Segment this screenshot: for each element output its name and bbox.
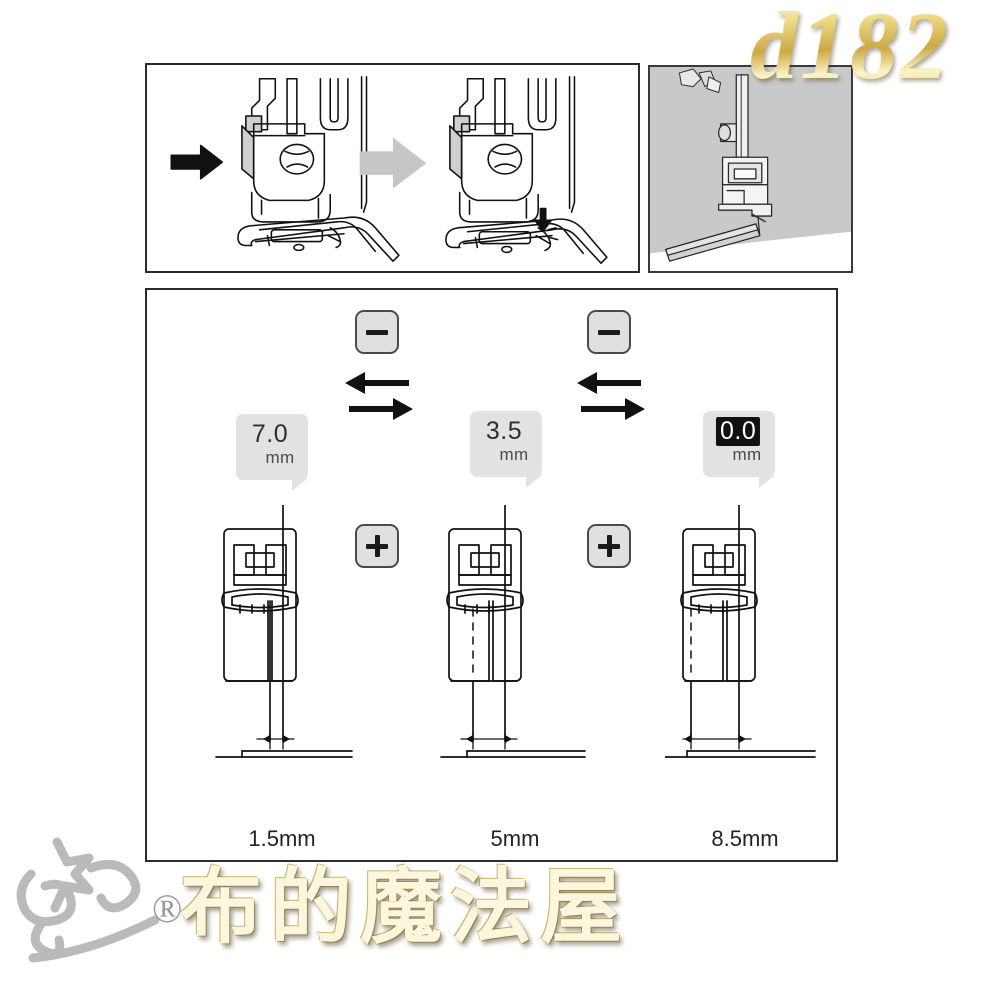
value-display-1[interactable]: 7.0 mm xyxy=(236,414,308,480)
foot-diagram-3 xyxy=(665,505,816,758)
value-unit: mm xyxy=(732,445,762,464)
foot-label-1: 1.5mm xyxy=(248,826,316,851)
panel-needle-position: 7.0 mm 3.5 mm 0.0 mm xyxy=(145,288,838,862)
value-display-3[interactable]: 0.0 mm xyxy=(703,411,775,477)
plus-icon-v xyxy=(374,535,380,557)
left-arrow-icon xyxy=(345,372,409,394)
value-unit: mm xyxy=(499,445,529,464)
watermark-shop-name: 布的魔法屋 xyxy=(180,860,631,955)
arrow-pair-2 xyxy=(577,372,645,420)
value-text-selected: 0.0 xyxy=(715,417,761,446)
arrow-pair-1 xyxy=(345,372,413,420)
foot-diagram-2 xyxy=(440,505,586,758)
plus-icon-v xyxy=(606,535,612,557)
minus-button-2[interactable] xyxy=(587,310,631,354)
value-text: 3.5 xyxy=(485,417,523,445)
watermark-registered-mark: ® xyxy=(152,886,183,931)
left-arrow-icon xyxy=(577,372,641,394)
minus-icon xyxy=(598,329,620,335)
right-arrow-icon xyxy=(581,398,645,420)
foot-label-3: 8.5mm xyxy=(711,826,779,851)
plus-button-2[interactable] xyxy=(587,524,631,568)
sewing-photo-illustration xyxy=(650,67,851,262)
foot-label-2: 5mm xyxy=(490,826,540,851)
value-text: 7.0 xyxy=(251,420,289,448)
minus-icon xyxy=(366,329,388,335)
black-arrow-icon xyxy=(170,144,224,180)
minus-button-1[interactable] xyxy=(355,310,399,354)
panel-sewing-photo xyxy=(648,65,853,273)
value-unit: mm xyxy=(265,448,295,467)
attachment-steps-illustration xyxy=(170,75,608,264)
right-arrow-icon xyxy=(349,398,413,420)
panel-attachment-steps xyxy=(145,63,640,273)
foot-diagram-1 xyxy=(215,505,353,758)
value-display-2[interactable]: 3.5 mm xyxy=(470,411,542,477)
gray-arrow-icon xyxy=(359,137,427,189)
plus-button-1[interactable] xyxy=(355,524,399,568)
